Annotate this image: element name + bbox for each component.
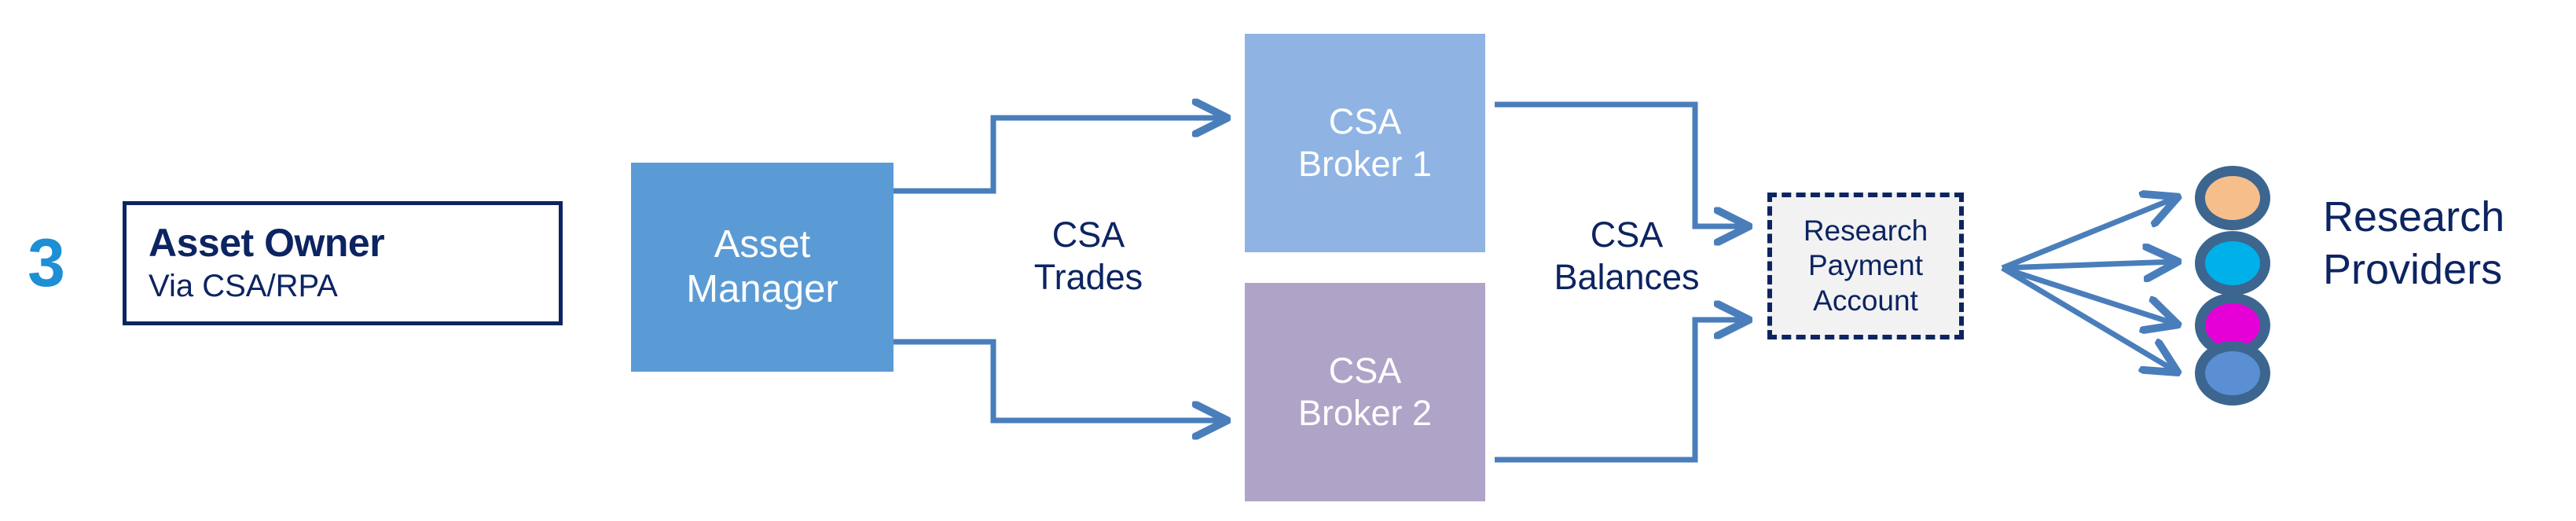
connector-broker2-to-rpa [1495, 320, 1746, 463]
step-number: 3 [28, 226, 65, 301]
connector-am-to-broker1 [894, 118, 1224, 194]
edge-label-csa-balances: CSA Balances [1497, 214, 1756, 299]
research-providers-line2: Providers [2323, 245, 2503, 293]
csa-broker-2-line1: CSA [1328, 350, 1402, 391]
asset-owner-subtitle: Via CSA/RPA [149, 268, 338, 303]
csa-balances-line1: CSA [1590, 215, 1664, 255]
node-research-payment-account[interactable]: Research Payment Account [1767, 193, 1964, 339]
provider-dot-1-icon[interactable] [2195, 166, 2270, 230]
csa-trades-line1: CSA [1051, 215, 1125, 255]
connector-rpa-to-provider2 [2002, 262, 2175, 268]
asset-owner-title: Asset Owner [149, 220, 385, 265]
asset-manager-line1: Asset [714, 222, 811, 266]
provider-dot-4-icon[interactable] [2195, 341, 2270, 405]
connector-rpa-to-provider1 [2001, 198, 2175, 271]
rpa-line1: Research [1803, 214, 1928, 247]
connector-broker1-to-rpa [1495, 101, 1746, 226]
node-asset-owner[interactable]: Asset Owner Via CSA/RPA [123, 201, 563, 325]
node-asset-manager[interactable]: Asset Manager [631, 163, 894, 372]
csa-trades-line2: Trades [1033, 257, 1143, 297]
csa-broker-1-line1: CSA [1328, 101, 1402, 141]
label-research-providers: Research Providers [2323, 191, 2574, 296]
node-csa-broker-1[interactable]: CSA Broker 1 [1245, 34, 1485, 252]
csa-balances-line2: Balances [1554, 257, 1700, 297]
research-providers-line1: Research [2323, 193, 2505, 240]
asset-manager-line2: Manager [686, 268, 838, 310]
node-csa-broker-2[interactable]: CSA Broker 2 [1245, 283, 1485, 501]
rpa-line2: Payment [1807, 249, 1923, 282]
edge-label-csa-trades: CSA Trades [974, 214, 1202, 299]
connector-rpa-to-provider4 [2001, 265, 2175, 371]
connector-am-to-broker2 [894, 339, 1224, 420]
rpa-line3: Account [1813, 284, 1918, 317]
connector-rpa-to-provider3 [2001, 265, 2175, 324]
provider-dot-2-icon[interactable] [2195, 231, 2270, 295]
csa-broker-2-line2: Broker 2 [1297, 393, 1433, 433]
csa-broker-1-line2: Broker 1 [1297, 144, 1433, 184]
